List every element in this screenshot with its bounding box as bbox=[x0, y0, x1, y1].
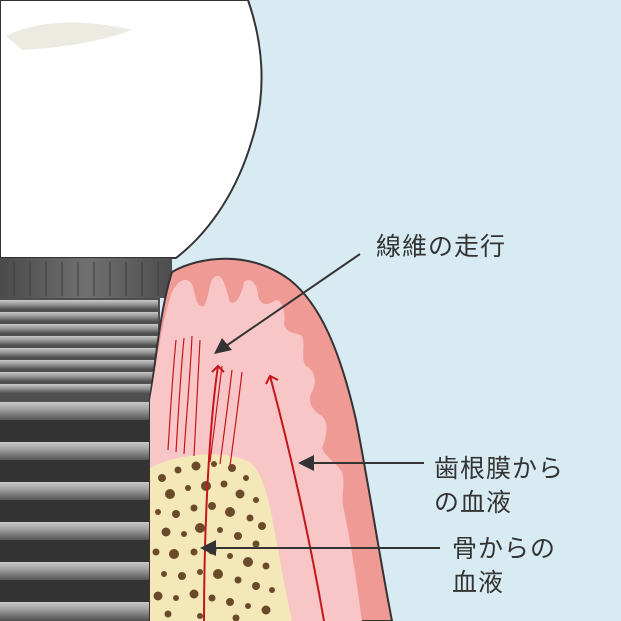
implant-collar-lines bbox=[13, 262, 159, 296]
label-pdl-blood-line1: 歯根膜から bbox=[434, 454, 565, 483]
label-fiber-direction: 線維の走行 bbox=[376, 230, 506, 264]
label-pdl-blood-line2: の血液 bbox=[434, 488, 513, 517]
label-pdl-blood: 歯根膜から の血液 bbox=[434, 452, 564, 520]
crown-highlight bbox=[6, 22, 132, 50]
label-bone-blood-line1: 骨からの bbox=[452, 534, 557, 563]
implant-fine-threads bbox=[0, 300, 158, 393]
implant-thread-shadows bbox=[0, 420, 150, 602]
collagen-fibers bbox=[167, 335, 243, 467]
pointer-fiber bbox=[225, 253, 361, 347]
implant-collar bbox=[0, 258, 172, 298]
label-fiber-direction-text: 線維の走行 bbox=[376, 232, 507, 261]
pointer-lines bbox=[214, 253, 440, 549]
label-bone-blood: 骨からの 血液 bbox=[452, 532, 556, 600]
label-bone-blood-line2: 血液 bbox=[452, 568, 505, 597]
implant-coarse-threads bbox=[0, 402, 156, 620]
arrow-pointer-icon bbox=[200, 338, 314, 556]
crown bbox=[0, 0, 263, 259]
blood-vessels bbox=[203, 364, 325, 621]
bone bbox=[150, 454, 292, 621]
